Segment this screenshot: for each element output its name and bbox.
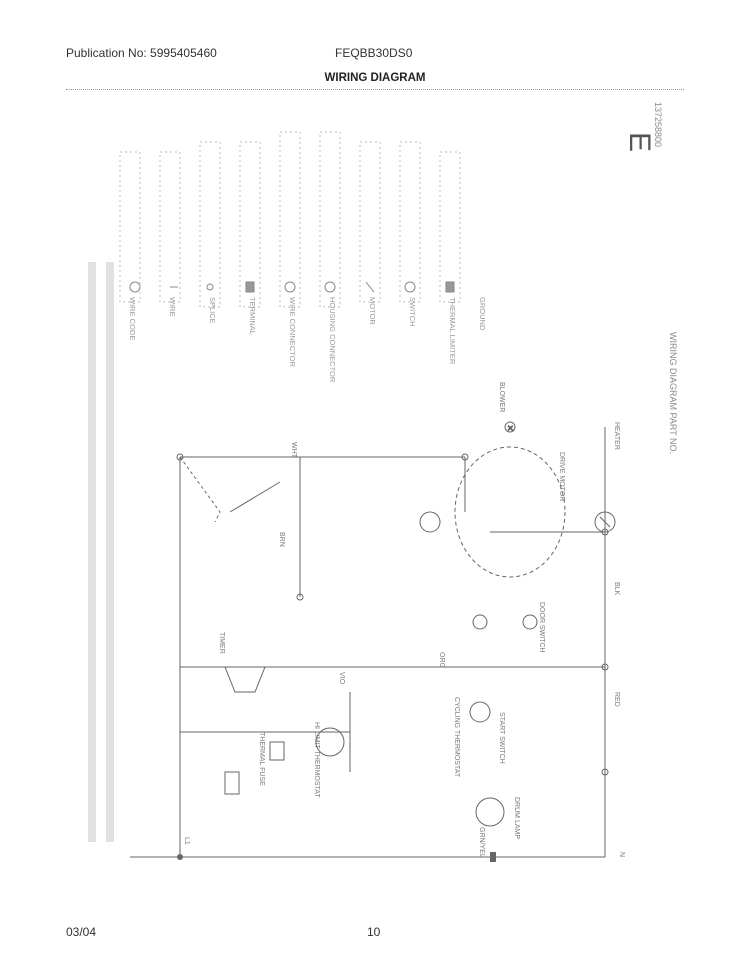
svg-text:CYCLING THERMOSTAT: CYCLING THERMOSTAT bbox=[453, 697, 460, 778]
svg-text:137258800: 137258800 bbox=[653, 102, 663, 147]
terminals bbox=[176, 453, 609, 862]
svg-text:HOUSING CONNECTOR: HOUSING CONNECTOR bbox=[328, 297, 337, 383]
heater-symbol bbox=[594, 511, 616, 533]
svg-text:START SWITCH: START SWITCH bbox=[498, 712, 505, 764]
page-title: WIRING DIAGRAM bbox=[324, 72, 426, 84]
blower-symbol bbox=[419, 511, 441, 533]
timer-symbol bbox=[224, 741, 285, 795]
title-divider bbox=[66, 89, 684, 90]
svg-text:MOTOR: MOTOR bbox=[368, 297, 377, 325]
svg-text:SWITCH: SWITCH bbox=[408, 297, 417, 327]
safety-warning-text bbox=[88, 262, 114, 842]
svg-text:BRN: BRN bbox=[278, 532, 285, 547]
page-number: 10 bbox=[367, 925, 381, 939]
legend-symbols bbox=[129, 281, 455, 293]
drum-lamp-symbol bbox=[475, 797, 505, 827]
svg-text:THERMAL FUSE: THERMAL FUSE bbox=[258, 732, 265, 786]
svg-text:WIRE: WIRE bbox=[168, 297, 177, 317]
svg-text:TIMER: TIMER bbox=[218, 632, 225, 654]
model-number: FEQBB30DS0 bbox=[335, 46, 413, 60]
svg-text:BLK: BLK bbox=[613, 582, 620, 596]
legend-block bbox=[119, 131, 461, 308]
svg-text:DRUM LAMP: DRUM LAMP bbox=[513, 797, 520, 839]
svg-text:DRIVE MOTOR: DRIVE MOTOR bbox=[558, 452, 565, 501]
wiring-diagram: E 137258800 WIRING DIAGRAM PART NO. ✕ bbox=[88, 102, 678, 862]
svg-text:HEATER: HEATER bbox=[613, 422, 620, 450]
svg-text:TERMINAL: TERMINAL bbox=[248, 297, 257, 335]
svg-text:E: E bbox=[623, 132, 656, 152]
svg-text:VIO: VIO bbox=[338, 672, 345, 685]
component-label-group: BLOWER DRIVE MOTOR HEATER DOOR SWITCH ST… bbox=[183, 382, 625, 858]
svg-text:✕: ✕ bbox=[507, 424, 514, 433]
svg-text:RED: RED bbox=[613, 692, 620, 707]
svg-text:BLOWER: BLOWER bbox=[498, 382, 505, 412]
publication-number: Publication No: 5995405460 bbox=[66, 46, 217, 60]
svg-text:GROUND: GROUND bbox=[478, 297, 487, 331]
legend-text: WIRE CODE WIRE SPLICE TERMINAL WIRE CONN… bbox=[128, 297, 487, 383]
drive-motor-symbol: ✕ bbox=[454, 421, 566, 578]
svg-text:WIRE CODE: WIRE CODE bbox=[128, 297, 137, 340]
svg-text:DOOR SWITCH: DOOR SWITCH bbox=[538, 602, 545, 653]
svg-text:GRN/YEL: GRN/YEL bbox=[478, 827, 485, 858]
svg-text:HI LIMIT THERMOSTAT: HI LIMIT THERMOSTAT bbox=[313, 722, 320, 798]
svg-text:N: N bbox=[618, 852, 625, 857]
door-switch-symbol bbox=[472, 614, 538, 630]
footer-date: 03/04 bbox=[66, 925, 97, 939]
svg-text:THERMAL LIMITER: THERMAL LIMITER bbox=[448, 297, 457, 365]
part-number-block: 137258800 WIRING DIAGRAM PART NO. bbox=[653, 102, 678, 454]
svg-text:ORG: ORG bbox=[438, 652, 445, 668]
corner-mark: E bbox=[623, 132, 656, 152]
cycling-thermostat-symbol bbox=[315, 701, 491, 757]
wiring-lines bbox=[130, 427, 606, 858]
svg-text:WHT: WHT bbox=[290, 442, 297, 459]
svg-text:WIRING DIAGRAM PART NO.: WIRING DIAGRAM PART NO. bbox=[668, 332, 678, 454]
svg-text:WIRE CONNECTOR: WIRE CONNECTOR bbox=[288, 297, 297, 367]
svg-text:L1: L1 bbox=[183, 837, 190, 845]
svg-text:SPLICE: SPLICE bbox=[208, 297, 217, 324]
